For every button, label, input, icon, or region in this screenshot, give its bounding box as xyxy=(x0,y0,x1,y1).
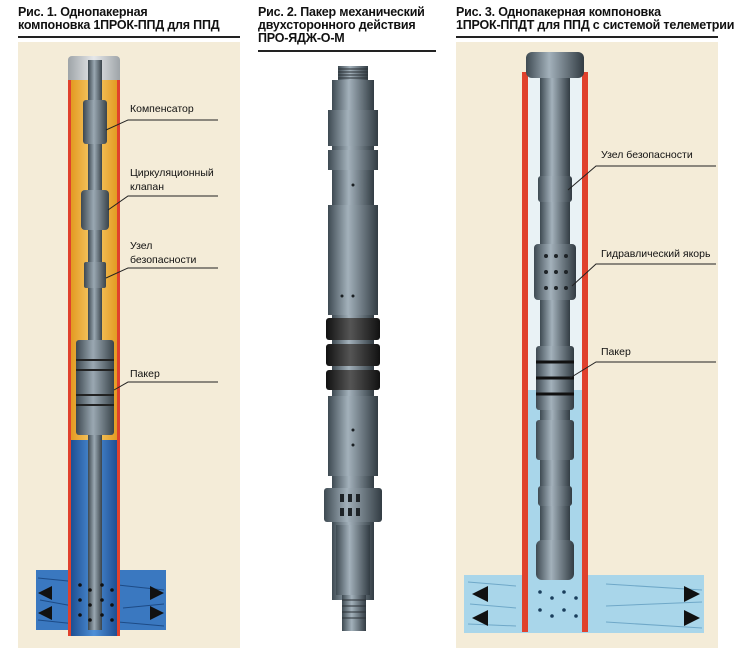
label-packer: Пакер xyxy=(130,368,160,380)
telemetry-module xyxy=(536,420,574,460)
safety-joint xyxy=(84,262,106,288)
label-anchor-3: Гидравлический якорь xyxy=(601,248,711,260)
compensator xyxy=(83,100,107,144)
figure-2-title-line2: двухсторонного действия xyxy=(258,18,416,32)
figure-2: Рис. 2. Пакер механический двухсторонног… xyxy=(258,0,438,653)
label-packer-3: Пакер xyxy=(601,346,631,358)
label-safety-2: безопасности xyxy=(130,254,197,266)
label-circulation-valve-1: Циркуляционный xyxy=(130,167,214,179)
seal-element-2 xyxy=(326,344,380,366)
circulation-valve xyxy=(81,190,109,230)
figure-2-title-line1: Рис. 2. Пакер механический xyxy=(258,5,425,19)
figure-1-title: Рис. 1. Однопакерная компоновка 1ПРОК-ПП… xyxy=(18,5,220,32)
label-safety-1: Узел xyxy=(130,240,153,252)
figure-3: Рис. 3. Однопакерная компоновка 1ПРОК-ПП… xyxy=(456,0,734,653)
figure-3-title-line2: 1ПРОК-ППДТ для ППД с системой телеметрии xyxy=(456,18,735,32)
well-diagram-3 xyxy=(464,52,716,633)
figure-1-title-rule xyxy=(18,36,240,38)
figure-1-title-line2: компоновка 1ПРОК-ППД для ППД xyxy=(18,18,220,32)
well-diagram-1 xyxy=(36,56,218,636)
figure-1-background xyxy=(18,42,240,648)
seal-element-1 xyxy=(326,318,380,340)
packer-drawing xyxy=(324,66,382,631)
packer xyxy=(76,340,114,435)
safety-joint-3 xyxy=(538,176,572,202)
figure-2-title-rule xyxy=(258,50,436,52)
anchor-slips xyxy=(324,488,382,522)
figure-2-title-line3: ПРО-ЯДЖ-О-М xyxy=(258,31,345,45)
figure-3-title-rule xyxy=(456,36,718,38)
figure-3-title-line1: Рис. 3. Однопакерная компоновка xyxy=(456,5,661,19)
figure-3-title: Рис. 3. Однопакерная компоновка 1ПРОК-ПП… xyxy=(456,6,734,32)
figure-1-title-line1: Рис. 1. Однопакерная xyxy=(18,5,148,19)
label-safety-3: Узел безопасности xyxy=(601,149,693,161)
label-compensator: Компенсатор xyxy=(130,103,194,115)
label-circulation-valve-2: клапан xyxy=(130,181,165,193)
figure-2-title: Рис. 2. Пакер механический двухсторонног… xyxy=(258,6,425,45)
flow-arrows-3 xyxy=(472,586,700,626)
flow-arrows xyxy=(38,586,164,620)
seal-element-3 xyxy=(326,370,380,390)
figure-1: Рис. 1. Однопакерная компоновка 1ПРОК-ПП… xyxy=(18,0,240,653)
